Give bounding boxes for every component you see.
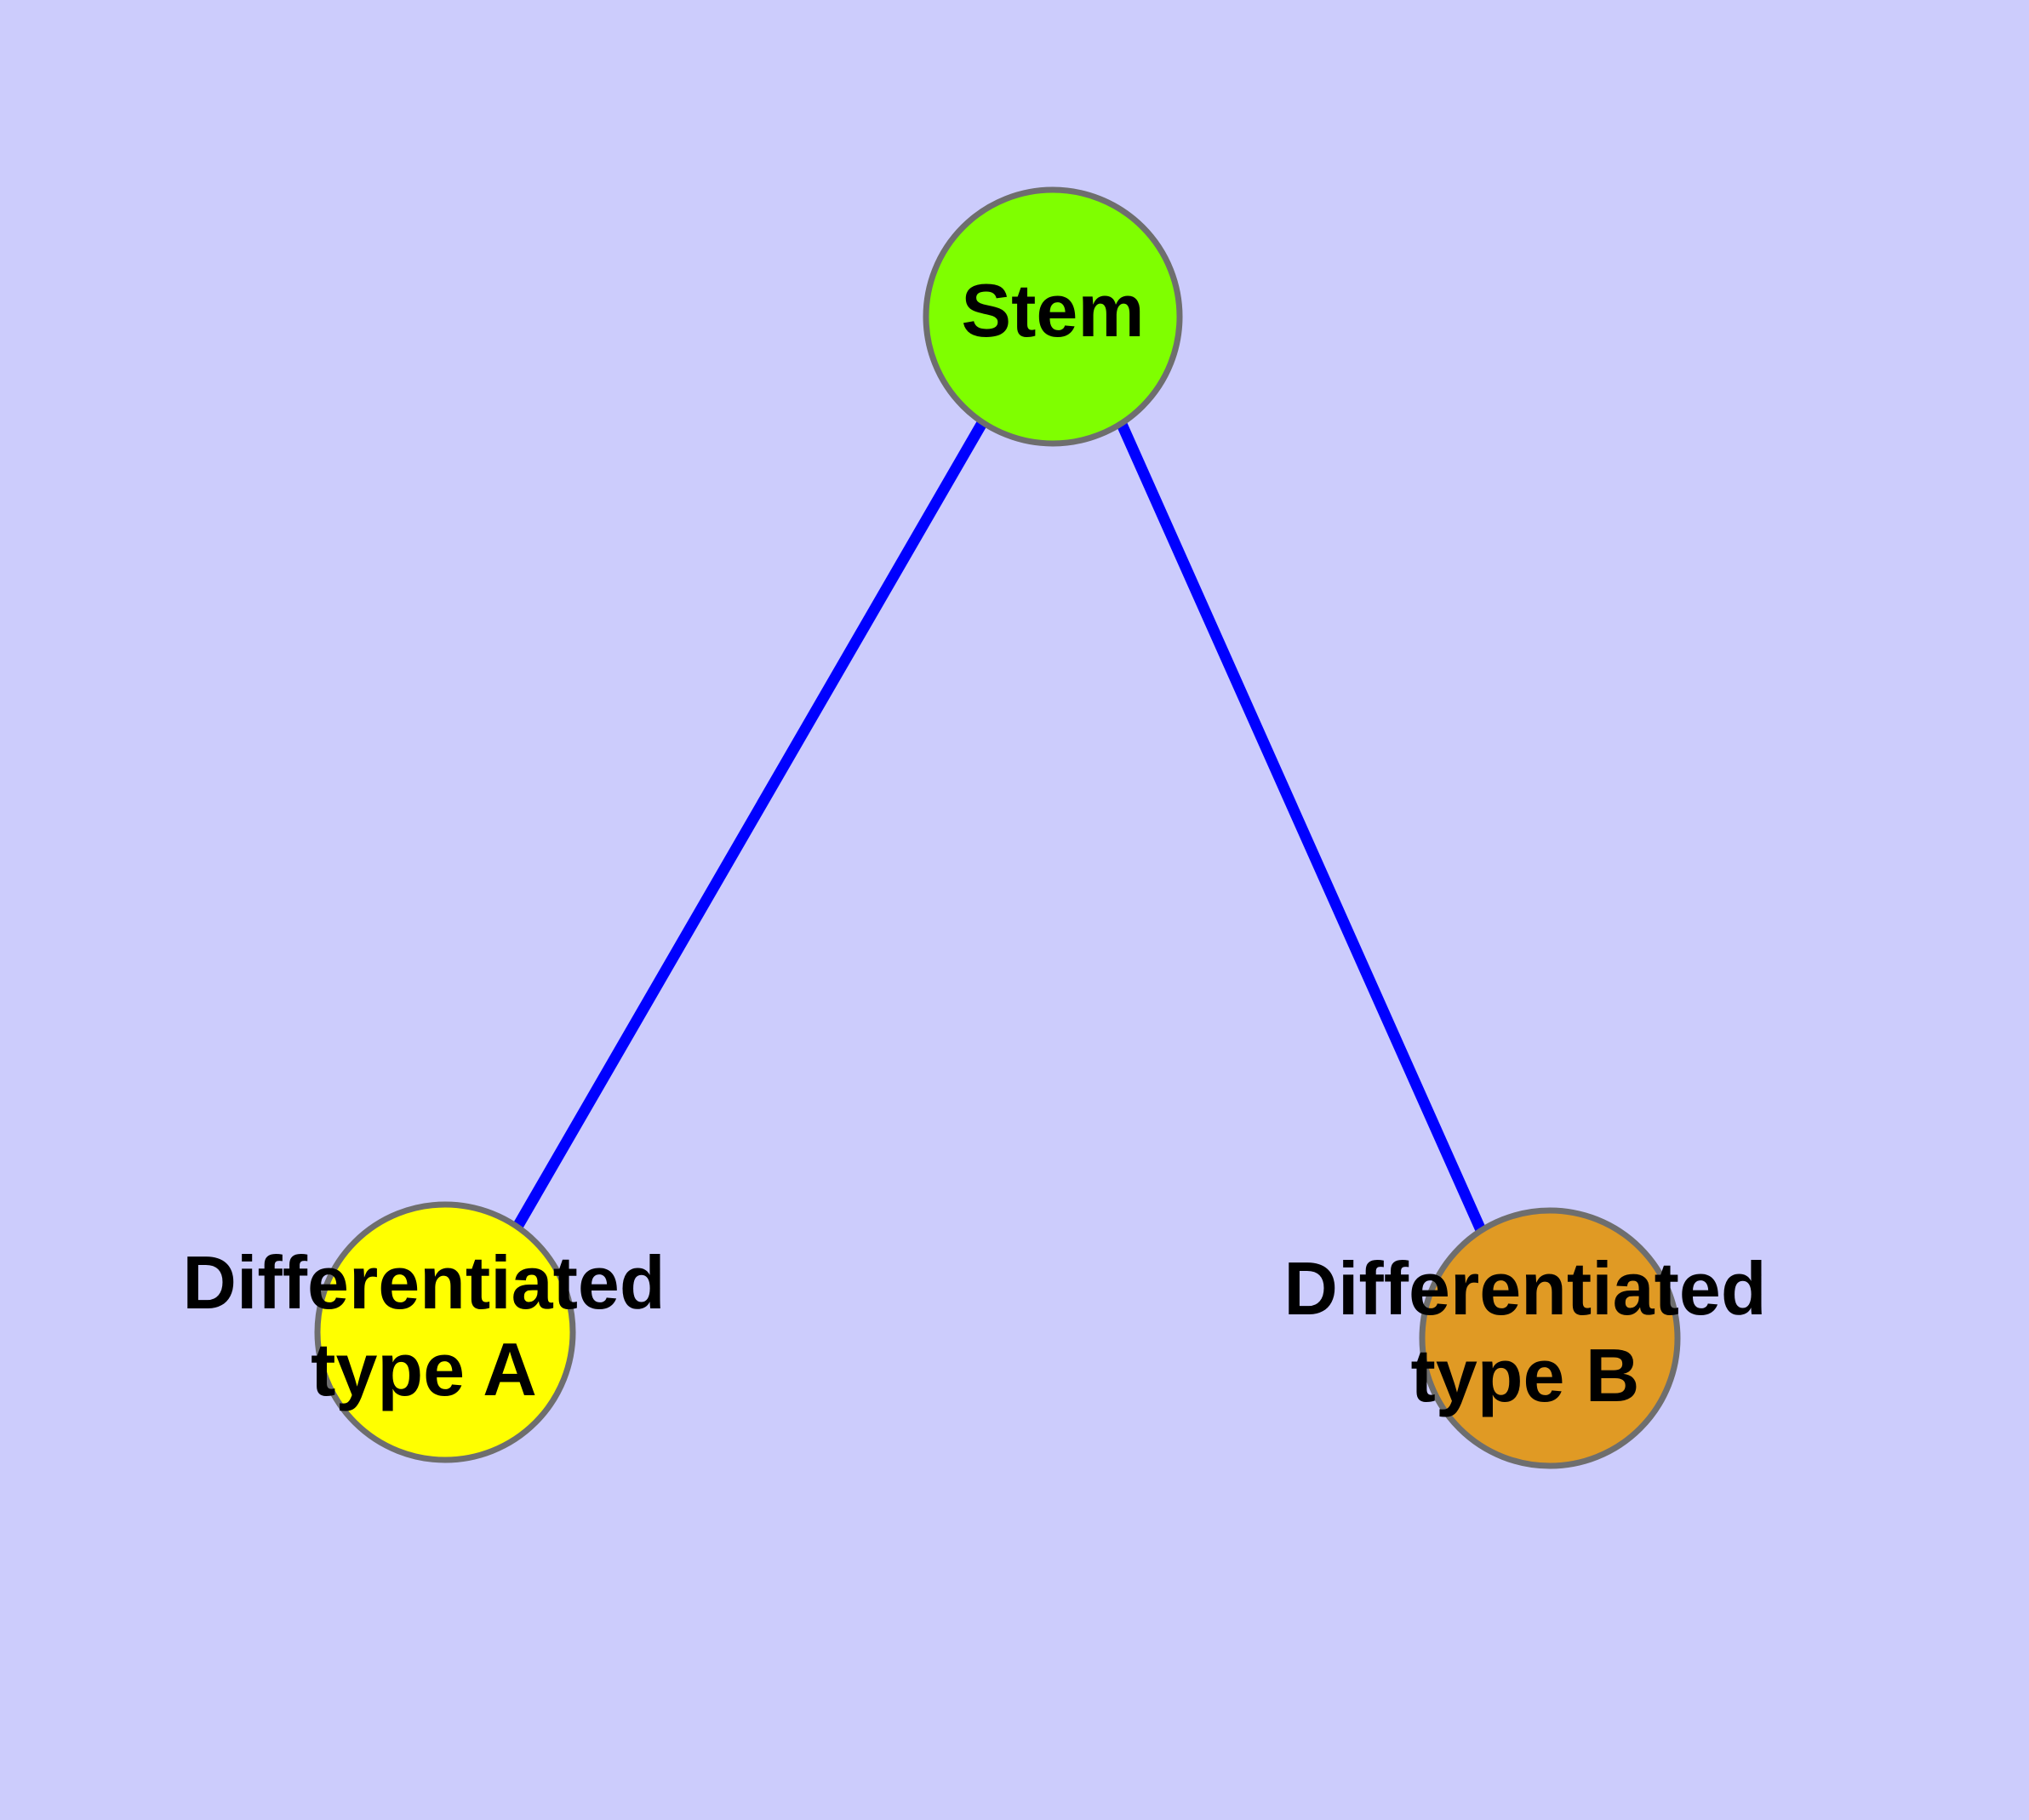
node-circle-diff-b[interactable] xyxy=(1419,1207,1681,1469)
node-circle-stem[interactable] xyxy=(923,186,1183,447)
node-label-line: type A xyxy=(311,1327,537,1411)
edge-stem-to-diff-b[interactable] xyxy=(1116,420,1486,1233)
nodes-layer xyxy=(314,186,1681,1469)
edges-layer xyxy=(512,420,1486,1233)
edge-stem-to-diff-a[interactable] xyxy=(512,420,987,1230)
node-label-line: Differentiated xyxy=(182,1240,665,1325)
node-label-stem: Stem xyxy=(961,268,1144,352)
node-circle-diff-a[interactable] xyxy=(314,1201,576,1463)
node-label-line: type B xyxy=(1411,1333,1640,1417)
node-label-line: Stem xyxy=(961,268,1144,352)
node-label-line: Differentiated xyxy=(1283,1246,1766,1331)
